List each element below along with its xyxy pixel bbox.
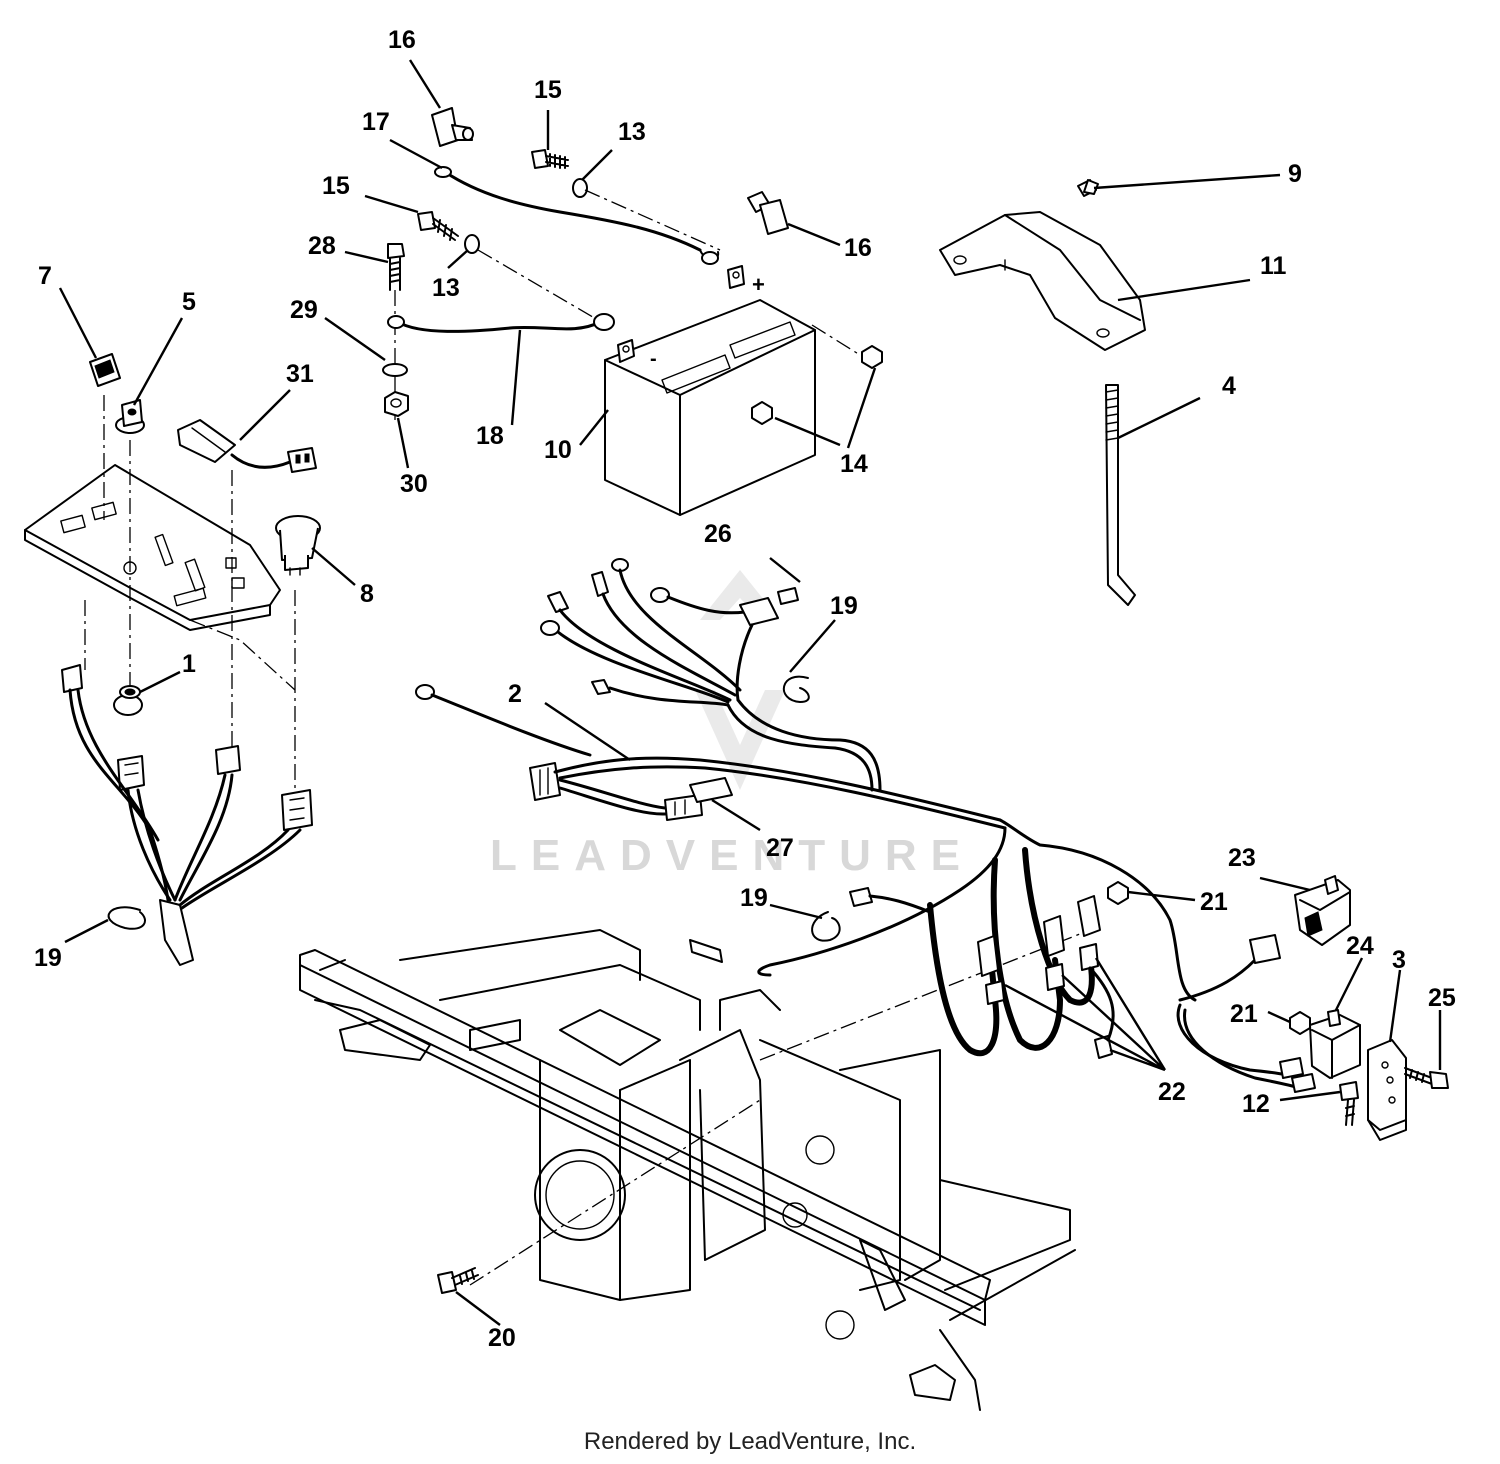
callout-18: 18 [476,422,504,450]
panel-alignment-line [189,619,296,691]
jumper-harness-31 [177,419,317,473]
callout-19-left: 19 [34,944,62,972]
callout-16-top: 16 [388,26,416,54]
bolt-15-top [531,149,569,169]
footer-credit: Rendered by LeadVenture, Inc. [583,1428,917,1455]
ground-cable-18 [396,320,602,333]
callout-7: 7 [38,262,52,290]
wing-nut-9 [1077,179,1099,197]
dash-wire-harness [61,664,313,966]
watermark-text: LEADVENTURE [490,831,974,880]
callout-11: 11 [1260,252,1287,280]
washer-29 [382,363,408,377]
callout-19-lower: 19 [740,884,768,912]
main-wire-harness-2 [415,558,1316,1093]
callout-14: 14 [840,450,868,478]
callout-13-lower: 13 [432,274,460,302]
leader-lines [58,59,1442,1326]
callout-21-lower: 21 [1230,1000,1258,1028]
callout-19-upper: 19 [830,592,858,620]
bolt-15-lower [417,211,459,241]
callout-12: 12 [1242,1090,1270,1118]
callout-24: 24 [1346,932,1374,960]
terminal-cover-16-top [431,107,474,147]
bolt-12 [1339,1081,1359,1126]
callout-3: 3 [1392,946,1406,974]
callout-4: 4 [1222,372,1236,400]
callout-15-top: 15 [534,76,562,104]
callout-16-right: 16 [844,234,872,262]
nut-14-right [861,345,883,369]
bolt-28 [387,243,405,291]
rocker-switch-7 [89,353,121,387]
callout-numbers: 16 17 15 13 15 28 29 13 18 30 10 14 16 9… [34,26,1456,1352]
callout-28: 28 [308,232,336,260]
washer-13-lower [464,234,480,254]
nut-21-upper [1107,881,1129,905]
light-switch-8 [275,515,321,576]
callout-20: 20 [488,1324,516,1352]
battery-minus-mark: - [650,348,657,370]
ignition-boot-1 [113,685,143,716]
battery-10: - + [604,265,816,516]
callout-2: 2 [508,680,522,708]
callout-8: 8 [360,580,374,608]
cable-17-ring [434,166,452,178]
callout-15-lower: 15 [322,172,350,200]
callout-31: 31 [286,360,314,388]
cable-tie-19-upper [782,675,810,703]
cable-tie-19-left [107,906,146,930]
nut-21-lower [1289,1011,1311,1035]
interlock-switch-24 [1309,1009,1361,1079]
terminal-cover-16-right [747,191,789,235]
battery-cable-17 [443,170,702,252]
battery-hold-down-11 [939,211,1146,351]
callout-5: 5 [182,288,196,316]
callout-27: 27 [766,834,794,862]
battery-strap-alignment-line [811,324,861,356]
callout-1: 1 [182,650,196,678]
nut-14-left [751,401,773,425]
callout-9: 9 [1288,160,1302,188]
tractor-frame [299,929,1076,1411]
callout-17: 17 [362,108,390,136]
washer-13-lower-alignment-line [477,249,599,321]
battery-plus-mark: + [752,272,765,297]
callout-10: 10 [544,436,572,464]
callout-26: 26 [704,520,732,548]
washer-13-top [572,178,588,198]
callout-22: 22 [1158,1078,1186,1106]
callout-23: 23 [1228,844,1256,872]
bolt-20 [437,1267,479,1294]
nut-30 [384,391,409,417]
callout-30: 30 [400,470,428,498]
cable-tie-19-lower [811,911,841,942]
bolt-20-alignment-line [469,1099,761,1286]
washer-13-alignment-line [584,189,721,251]
j-bolt-4 [1105,384,1136,606]
switch-bracket-3 [1367,1039,1407,1141]
fuse-26 [777,587,799,605]
ignition-switch-5 [115,399,145,434]
callout-21-upper: 21 [1200,888,1228,916]
callout-25: 25 [1428,984,1456,1012]
callout-29: 29 [290,296,318,324]
bolt-25 [1404,1067,1449,1089]
seat-switch-23 [1294,875,1351,946]
harness-frame-alignment-line [759,929,1091,1061]
callout-13-top: 13 [618,118,646,146]
dash-panel-plate [24,464,281,631]
